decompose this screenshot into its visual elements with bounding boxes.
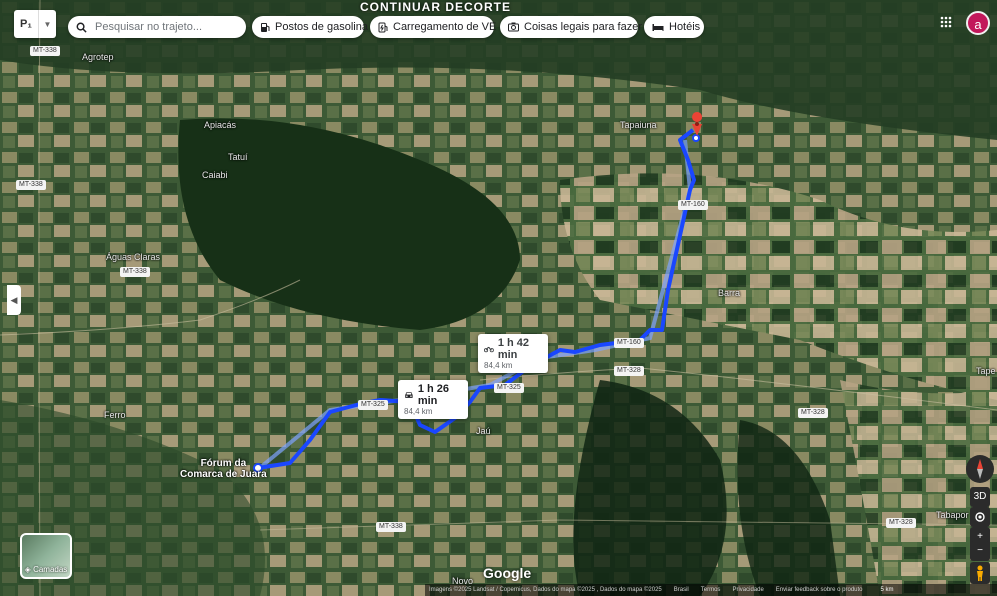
chevron-down-icon[interactable]: ▼ — [43, 19, 52, 29]
filter-hotels-button[interactable]: Hotéis — [644, 16, 704, 38]
compass-button[interactable] — [966, 455, 994, 483]
car-icon — [405, 392, 413, 398]
top-banner: CONTINUAR DECORTE — [360, 0, 511, 14]
chevron-left-icon: ◀ — [10, 295, 18, 305]
terms-link[interactable]: Termos — [700, 587, 721, 593]
3d-toggle-button[interactable]: 3D — [970, 487, 990, 507]
place-label: Caiabi — [202, 170, 228, 180]
road-shield: MT-338 — [16, 180, 46, 190]
main-route-callout[interactable]: 1 h 26 min 84,4 km — [398, 380, 468, 419]
road-shield: MT-160 — [614, 338, 644, 348]
google-apps-icon[interactable] — [940, 16, 952, 28]
collapse-panel-button[interactable]: ◀ — [7, 285, 21, 315]
place-label: Tape — [976, 366, 996, 376]
scale-bar[interactable]: 5 km — [880, 587, 894, 593]
search-along-route-input[interactable]: Pesquisar no trajeto... — [68, 16, 246, 38]
filter-gas-stations-button[interactable]: Postos de gasolina — [252, 16, 368, 38]
filter-things-to-do-button[interactable]: Coisas legais para fazer — [500, 16, 642, 38]
road-shield: MT-338 — [376, 522, 406, 532]
privacy-link[interactable]: Privacidade — [732, 587, 764, 593]
road-shield: MT-328 — [614, 366, 644, 376]
street-view-pegman-icon[interactable] — [970, 562, 990, 584]
mode-label: P₁ — [14, 10, 39, 38]
compass-icon — [977, 459, 983, 479]
google-logo: Google — [483, 565, 532, 581]
bicycle-icon — [484, 346, 494, 353]
gas-station-icon — [261, 22, 270, 32]
account-avatar[interactable]: a — [966, 11, 990, 35]
alternate-route-callout[interactable]: 1 h 42 min 84,4 km — [478, 334, 548, 373]
place-label: Tapaiuna — [620, 120, 657, 130]
road-shield: MT-328 — [886, 518, 916, 528]
place-label: Jaú — [476, 426, 491, 436]
search-placeholder: Pesquisar no trajeto... — [95, 21, 203, 33]
road-shield: MT-325 — [494, 383, 524, 393]
road-shield: MT-328 — [798, 408, 828, 418]
place-label: Barra — [718, 288, 741, 298]
road-shield: MT-338 — [120, 267, 150, 277]
place-label: Águas Claras — [106, 252, 161, 262]
layers-icon: ◈ — [24, 565, 31, 574]
zoom-out-button[interactable]: − — [970, 541, 990, 561]
destination-pin-icon[interactable] — [692, 124, 702, 136]
place-label: Agrotep — [82, 52, 114, 62]
place-label: Novo — [452, 576, 474, 586]
road-shield: MT-160 — [678, 200, 708, 210]
place-label: Apiacás — [204, 120, 237, 130]
camera-icon — [508, 22, 519, 32]
attribution-bar: Imagens ©2025 Landsat / Copernicus, Dado… — [425, 584, 997, 596]
place-label: Ferro — [104, 410, 126, 420]
location-target-icon — [975, 512, 985, 522]
my-location-button[interactable] — [970, 507, 990, 527]
origin-label[interactable]: Fórum da Comarca de Juara — [180, 458, 267, 480]
search-icon — [76, 22, 87, 33]
bed-icon — [652, 23, 664, 31]
place-label: Tabapor — [936, 510, 969, 520]
filter-ev-charging-button[interactable]: Carregamento de VE — [370, 16, 496, 38]
road-shield: MT-338 — [30, 46, 60, 56]
place-label: Tatuí — [228, 152, 248, 162]
layers-button[interactable]: ◈ Camadas — [20, 533, 72, 579]
travel-mode-selector[interactable]: P₁ ▼ — [14, 10, 56, 38]
country-link[interactable]: Brasil — [673, 587, 689, 593]
road-shield: MT-325 — [358, 400, 388, 410]
ev-charger-icon — [378, 22, 388, 32]
feedback-link[interactable]: Enviar feedback sobre o produto — [775, 587, 863, 593]
origin-marker[interactable] — [253, 463, 263, 473]
